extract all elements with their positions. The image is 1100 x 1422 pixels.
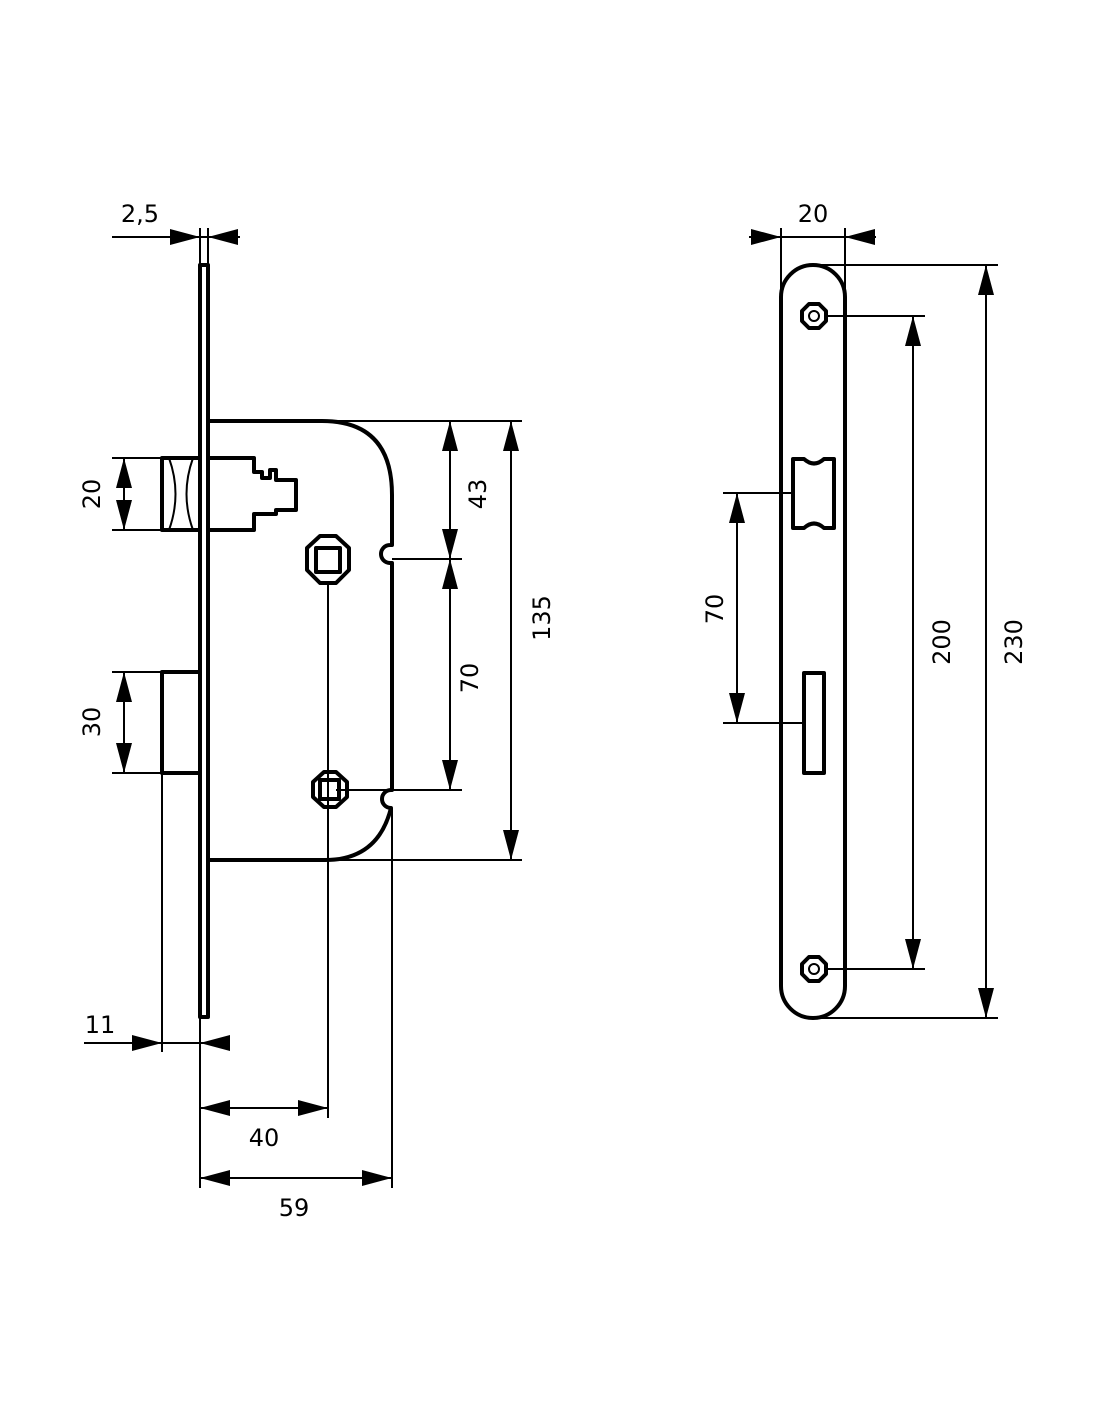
dim-case-depth: 59 xyxy=(279,1194,310,1222)
key-hub xyxy=(311,770,349,809)
dim-case-height: 135 xyxy=(528,595,556,641)
lock-case-body xyxy=(206,419,394,862)
side-faceplate xyxy=(198,263,210,1019)
front-view: 20 70 200 230 xyxy=(701,200,1028,1020)
top-screw-hole xyxy=(808,310,820,322)
top-screw xyxy=(800,302,828,330)
dim-handle-to-key: 70 xyxy=(456,663,484,694)
bottom-screw-hole xyxy=(808,963,820,975)
front-faceplate xyxy=(779,263,847,1020)
dim-faceplate-width: 20 xyxy=(798,200,829,228)
dim-faceplate-thickness: 2,5 xyxy=(121,200,159,228)
dim-latch-height: 20 xyxy=(78,479,106,510)
latch-bolt-bevel-2 xyxy=(185,457,194,531)
dim-bolt-projection: 11 xyxy=(85,1011,116,1039)
dim-screw-spacing: 200 xyxy=(928,619,956,665)
deadbolt-opening xyxy=(802,671,826,775)
latch-opening xyxy=(791,457,836,530)
latch-bolt-bevel xyxy=(168,457,177,531)
dim-top-to-handle: 43 xyxy=(464,479,492,510)
side-view: 2,5 20 30 11 40 59 43 70 xyxy=(78,200,556,1222)
deadbolt xyxy=(160,670,202,775)
dim-deadbolt-height: 30 xyxy=(78,707,106,738)
latch-mechanism xyxy=(206,456,298,532)
handle-follower xyxy=(305,534,351,585)
dim-front-handle-to-key: 70 xyxy=(701,594,729,625)
dim-faceplate-length: 230 xyxy=(1000,619,1028,665)
dim-backset: 40 xyxy=(249,1124,280,1152)
latch-bolt xyxy=(160,456,202,532)
bottom-screw xyxy=(800,955,828,983)
handle-spindle-square xyxy=(314,546,342,574)
